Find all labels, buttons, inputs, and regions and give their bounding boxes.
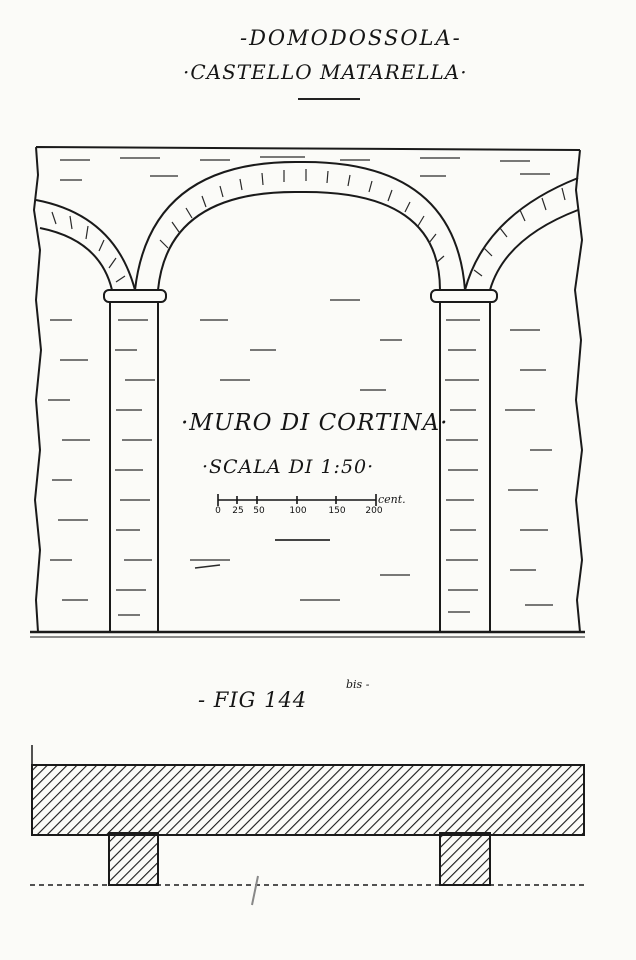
title-castle: ·CASTELLO MATARELLA· (183, 60, 468, 84)
scale-unit: cent. (378, 493, 406, 506)
plan-wall-section (31, 764, 585, 836)
title-underline (298, 98, 360, 100)
left-arch-outer (35, 199, 136, 291)
left-arch-inner (39, 227, 113, 291)
left-pier-capital (103, 289, 167, 303)
right-arch-outer (464, 177, 579, 291)
masonry-texture (48, 156, 566, 616)
wall-outline (32, 146, 584, 633)
scale-tick-label: 200 (365, 506, 383, 516)
right-pier-capital (430, 289, 498, 303)
scale-tick-label: 150 (328, 506, 346, 516)
pencil-mark (251, 875, 259, 906)
elevation-view (30, 146, 585, 638)
scale-label: ·SCALA DI 1:50· (202, 456, 375, 478)
plan-view (30, 745, 585, 906)
scale-tick-label: 25 (232, 506, 244, 516)
figure-label: - FIG 144 (198, 688, 308, 712)
wall-label: ·MURO DI CORTINA· (181, 410, 449, 436)
scale-bar (217, 494, 377, 506)
plan-right-pier (439, 832, 491, 886)
scale-tick-label: 0 (215, 506, 221, 516)
figure-superscript: bis - (346, 678, 370, 691)
plan-left-pier (108, 832, 159, 886)
right-arch-inner (489, 209, 579, 291)
scale-tick-label: 100 (289, 506, 307, 516)
scale-tick-label: 50 (253, 506, 265, 516)
title-place: -DOMODOSSOLA- (240, 26, 462, 50)
central-arch-inner (157, 190, 441, 291)
central-arch-outer (134, 160, 466, 291)
